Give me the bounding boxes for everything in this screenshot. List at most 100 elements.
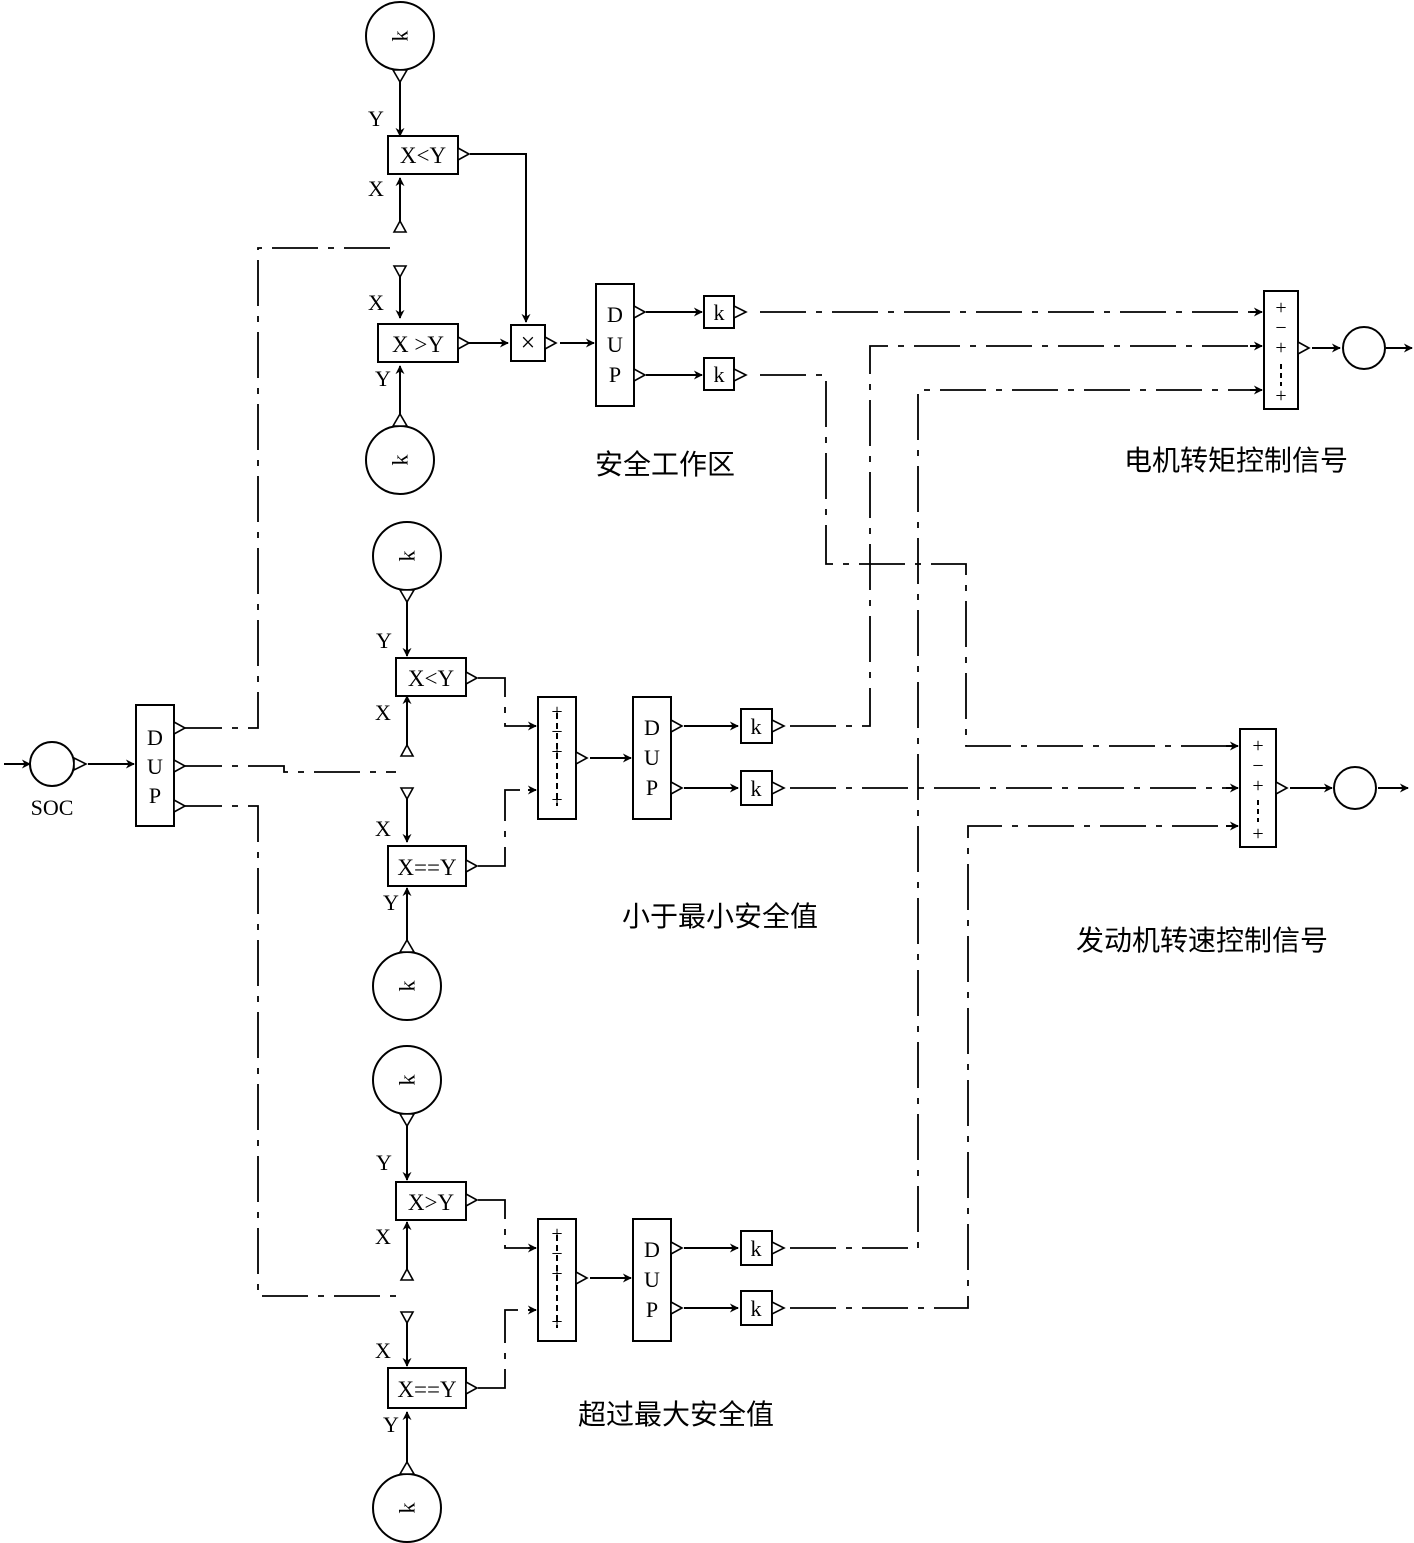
dup-block-left: D U P <box>135 704 187 827</box>
gain-k-block: k <box>740 770 786 806</box>
svg-text:−: − <box>1275 317 1286 339</box>
gain-k-block: k <box>703 295 748 329</box>
soc-source: SOC <box>29 741 88 820</box>
svg-text:+: + <box>1252 823 1263 845</box>
constant-k-label: k <box>388 31 413 42</box>
section-below-min: k Y X<Y X X X==Y Y k + − + <box>372 521 818 1021</box>
constant-k-circle: k <box>365 412 435 495</box>
port-y: Y <box>368 106 384 131</box>
svg-text:X<Y: X<Y <box>400 143 447 168</box>
svg-text:X>Y: X>Y <box>408 1190 455 1215</box>
gain-k-label: k <box>751 714 762 739</box>
caption-engine-signal: 发动机转速控制信号 <box>1076 924 1328 957</box>
constant-k-label: k <box>395 1503 420 1514</box>
dup-letter: U <box>147 754 163 779</box>
svg-text:+: + <box>551 701 562 723</box>
dup-letter: U <box>607 332 623 357</box>
output-circle <box>1333 766 1377 810</box>
constant-k-circle: k <box>365 1 435 84</box>
dup-letter: D <box>607 302 623 327</box>
gain-k-block: k <box>740 1290 786 1326</box>
gain-k-block: k <box>740 708 786 744</box>
dup-letter: D <box>644 1237 660 1262</box>
dup-letter: P <box>609 362 621 387</box>
port-x: X <box>375 816 391 841</box>
compare-less-block: X<Y <box>387 135 471 175</box>
svg-text:×: × <box>521 328 536 357</box>
output-circle <box>1342 326 1386 370</box>
port-y: Y <box>376 628 392 653</box>
svg-text:−: − <box>1252 755 1263 777</box>
port-y: Y <box>376 1150 392 1175</box>
section-safe-zone: k Y X<Y X X X >Y Y k × <box>365 1 748 495</box>
compare-equal-block: X==Y <box>387 845 479 887</box>
section-above-max: k Y X>Y X X X==Y Y k + − + <box>372 1045 786 1543</box>
constant-k-label: k <box>388 455 413 466</box>
engine-speed-output: + − + + 发动机转速控制信号 <box>1076 728 1377 957</box>
constant-k-label: k <box>395 551 420 562</box>
port-x: X <box>368 176 384 201</box>
gain-k-block: k <box>703 357 748 391</box>
caption-below-min: 小于最小安全值 <box>622 900 818 933</box>
svg-text:+: + <box>1275 385 1286 407</box>
gain-k-label: k <box>751 1296 762 1321</box>
dup-block: D U P <box>632 1218 684 1342</box>
dup-letter: P <box>646 1297 658 1322</box>
dup-letter: U <box>644 745 660 770</box>
port-x: X <box>375 700 391 725</box>
constant-k-circle: k <box>372 521 442 604</box>
constant-k-circle: k <box>372 1045 442 1128</box>
svg-text:+: + <box>1252 735 1263 757</box>
port-y: Y <box>383 1412 399 1437</box>
svg-text:+: + <box>551 1223 562 1245</box>
caption-motor-signal: 电机转矩控制信号 <box>1124 444 1348 477</box>
summer-block: + − + + <box>537 1218 589 1342</box>
soc-label: SOC <box>31 795 74 820</box>
gain-k-label: k <box>714 362 725 387</box>
svg-text:+: + <box>551 1311 562 1333</box>
dup-letter: D <box>147 725 163 750</box>
compare-greater-block: X>Y <box>395 1181 479 1221</box>
dup-letter: P <box>646 775 658 800</box>
svg-text:−: − <box>551 721 562 743</box>
port-x: X <box>375 1338 391 1363</box>
svg-text:+: + <box>551 1263 562 1285</box>
dup-letter: U <box>644 1267 660 1292</box>
soc-circle <box>29 741 75 787</box>
caption-safe-zone: 安全工作区 <box>595 448 735 481</box>
svg-text:−: − <box>551 1243 562 1265</box>
summer-block: + − + + <box>1263 290 1311 410</box>
constant-k-circle: k <box>372 1460 442 1543</box>
gain-k-label: k <box>751 1236 762 1261</box>
compare-equal-block: X==Y <box>387 1367 479 1409</box>
dup-letter: P <box>149 783 161 808</box>
wires <box>4 82 1413 1466</box>
svg-text:X==Y: X==Y <box>397 1377 457 1402</box>
dup-block: D U P <box>632 696 684 820</box>
svg-text:X<Y: X<Y <box>408 666 455 691</box>
gain-k-label: k <box>714 300 725 325</box>
multiplier-block: × <box>510 324 558 362</box>
dup-letter: D <box>644 715 660 740</box>
svg-text:X==Y: X==Y <box>397 855 457 880</box>
svg-text:+: + <box>551 789 562 811</box>
svg-text:+: + <box>551 741 562 763</box>
summer-block: + − + + <box>537 696 589 820</box>
compare-greater-block: X >Y <box>377 323 471 363</box>
svg-text:+: + <box>1252 775 1263 797</box>
port-x: X <box>375 1224 391 1249</box>
dup-block: D U P <box>595 283 647 407</box>
motor-torque-output: + − + + 电机转矩控制信号 <box>1124 290 1386 477</box>
port-x: X <box>368 290 384 315</box>
gain-k-label: k <box>751 776 762 801</box>
constant-k-label: k <box>395 1075 420 1086</box>
port-y: Y <box>383 890 399 915</box>
compare-less-block: X<Y <box>395 657 479 697</box>
svg-text:+: + <box>1275 297 1286 319</box>
port-y: Y <box>375 366 391 391</box>
caption-above-max: 超过最大安全值 <box>578 1398 774 1431</box>
svg-text:+: + <box>1275 337 1286 359</box>
constant-k-label: k <box>395 981 420 992</box>
constant-k-circle: k <box>372 938 442 1021</box>
